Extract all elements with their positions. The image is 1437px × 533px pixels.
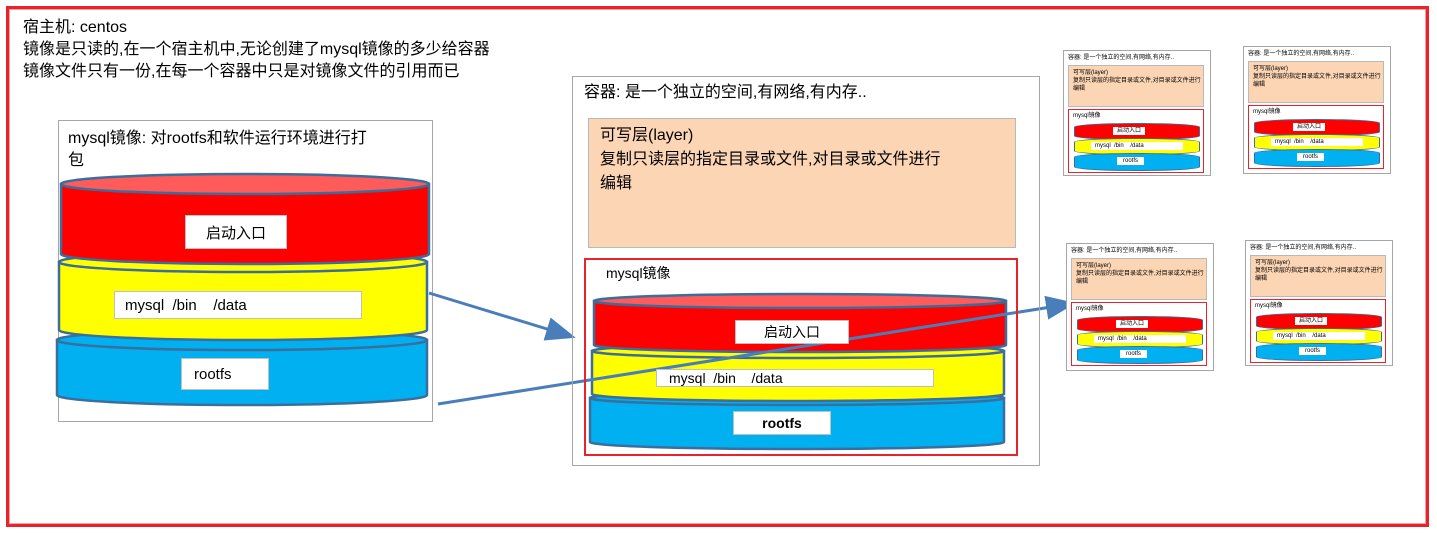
writable-layer-desc-2: 编辑 xyxy=(600,175,633,192)
mini-layer-desc-1: 复制只读层的指定目录或文件,对目录或文件进行 xyxy=(1076,271,1204,277)
rootfs-label: rootfs xyxy=(194,365,232,383)
mini-image-frame: mysql镜像 启动入口 mysql /bin /data rootfs xyxy=(1250,299,1386,363)
mini-image-frame: mysql镜像 启动入口 mysql /bin /data rootfs xyxy=(1068,109,1204,173)
container-image-frame xyxy=(584,258,1018,456)
writable-layer-title: 可写层(layer) xyxy=(600,127,694,144)
entry-label-box: 启动入口 xyxy=(185,215,287,249)
host-frame xyxy=(6,6,1429,527)
container-panel xyxy=(572,76,1040,466)
mini-layer-title: 可写层(layer) xyxy=(1253,66,1289,72)
mini-entry-label: 启动入口 xyxy=(1293,123,1326,131)
host-note-2: 镜像文件只有一份,在每一个容器中只是对镜像文件的引用而已 xyxy=(23,63,460,80)
mini-image-title: mysql镜像 xyxy=(1253,109,1281,115)
mini-layer-title: 可写层(layer) xyxy=(1076,263,1112,269)
mini-writable-layer: 可写层(layer) 复制只读层的指定目录或文件,对目录或文件进行 编辑 xyxy=(1250,255,1386,297)
mini-layer-desc-1: 复制只读层的指定目录或文件,对目录或文件进行 xyxy=(1253,74,1381,80)
mysql-label-box: mysql /bin /data xyxy=(114,291,362,319)
mini-rootfs-label: rootfs xyxy=(1299,347,1327,355)
host-description: 宿主机: centos 镜像是只读的,在一个宿主机中,无论创建了mysql镜像的… xyxy=(23,17,490,83)
mini-layer-desc-2: 编辑 xyxy=(1253,82,1266,88)
writable-layer-text: 可写层(layer) 复制只读层的指定目录或文件,对目录或文件进行 编辑 xyxy=(600,124,940,196)
mini-container-title: 容器: 是一个独立的空间,有网络,有内存.. xyxy=(1248,51,1355,57)
mini-writable-layer: 可写层(layer) 复制只读层的指定目录或文件,对目录或文件进行 编辑 xyxy=(1071,258,1207,300)
container-image-title: mysql镜像 xyxy=(606,265,671,281)
arrow-to-container xyxy=(428,291,576,341)
mini-container-title: 容器: 是一个独立的空间,有网络,有内存.. xyxy=(1250,245,1357,251)
mini-layer-title: 可写层(layer) xyxy=(1255,260,1291,266)
mini-layer-title: 可写层(layer) xyxy=(1073,70,1109,76)
mini-container-2: 容器: 是一个独立的空间,有网络,有内存.. 可写层(layer) 复制只读层的… xyxy=(1243,46,1391,174)
container-panel-title: 容器: 是一个独立的空间,有网络,有内存.. xyxy=(584,84,867,101)
container-mysql-label: mysql /bin /data xyxy=(669,370,783,386)
arrow-to-mini-container xyxy=(437,295,1076,406)
mini-container-1: 容器: 是一个独立的空间,有网络,有内存.. 可写层(layer) 复制只读层的… xyxy=(1063,50,1211,176)
entry-label: 启动入口 xyxy=(205,224,266,242)
container-rootfs-label: rootfs xyxy=(762,415,802,431)
container-rootfs-label-box: rootfs xyxy=(733,411,831,435)
mini-container-3: 容器: 是一个独立的空间,有网络,有内存.. 可写层(layer) 复制只读层的… xyxy=(1066,243,1214,371)
mini-rootfs-label: rootfs xyxy=(1120,350,1148,358)
mini-writable-layer: 可写层(layer) 复制只读层的指定目录或文件,对目录或文件进行 编辑 xyxy=(1068,65,1204,107)
mini-container-4: 容器: 是一个独立的空间,有网络,有内存.. 可写层(layer) 复制只读层的… xyxy=(1245,240,1393,366)
mini-mysql-label: mysql /bin /data xyxy=(1094,335,1186,343)
mini-image-title: mysql镜像 xyxy=(1255,303,1283,309)
writable-layer xyxy=(588,118,1016,248)
container-entry-layer xyxy=(592,292,1008,354)
mini-mysql-label: mysql /bin /data xyxy=(1273,332,1365,340)
mini-image-title: mysql镜像 xyxy=(1073,113,1101,119)
host-title: 宿主机: centos xyxy=(23,19,128,36)
host-note-1: 镜像是只读的,在一个宿主机中,无论创建了mysql镜像的多少给容器 xyxy=(23,41,490,58)
mini-mysql-label: mysql /bin /data xyxy=(1091,142,1183,150)
container-mysql-label-box: mysql /bin /data xyxy=(656,369,934,387)
mini-container-title: 容器: 是一个独立的空间,有网络,有内存.. xyxy=(1071,248,1178,254)
mini-image-title: mysql镜像 xyxy=(1076,306,1104,312)
image-panel-title-line1: mysql镜像: 对rootfs和软件运行环境进行打 xyxy=(68,130,367,147)
mini-image-frame: mysql镜像 启动入口 mysql /bin /data rootfs xyxy=(1248,105,1384,169)
writable-layer-desc-1: 复制只读层的指定目录或文件,对目录或文件进行 xyxy=(600,151,941,168)
mini-entry-label: 启动入口 xyxy=(1295,317,1328,325)
mysql-label: mysql /bin /data xyxy=(125,296,247,314)
mini-mysql-label: mysql /bin /data xyxy=(1271,138,1363,146)
mini-layer-desc-1: 复制只读层的指定目录或文件,对目录或文件进行 xyxy=(1255,268,1383,274)
mini-entry-label: 启动入口 xyxy=(1113,127,1146,135)
rootfs-label-box: rootfs xyxy=(181,358,269,390)
mini-image-frame: mysql镜像 启动入口 mysql /bin /data rootfs xyxy=(1071,302,1207,366)
mini-layer-desc-2: 编辑 xyxy=(1073,86,1086,92)
image-panel-title: mysql镜像: 对rootfs和软件运行环境进行打 包 xyxy=(68,128,367,172)
mini-container-title: 容器: 是一个独立的空间,有网络,有内存.. xyxy=(1068,55,1175,61)
mini-layer-desc-1: 复制只读层的指定目录或文件,对目录或文件进行 xyxy=(1073,78,1201,84)
mini-rootfs-label: rootfs xyxy=(1297,153,1325,161)
container-entry-label-box: 启动入口 xyxy=(735,320,849,344)
mini-writable-layer: 可写层(layer) 复制只读层的指定目录或文件,对目录或文件进行 编辑 xyxy=(1248,61,1384,103)
image-panel-title-line2: 包 xyxy=(68,152,85,169)
mini-entry-label: 启动入口 xyxy=(1116,320,1149,328)
container-entry-label: 启动入口 xyxy=(764,324,820,340)
mini-layer-desc-2: 编辑 xyxy=(1255,276,1268,282)
mini-layer-desc-2: 编辑 xyxy=(1076,279,1089,285)
mini-rootfs-label: rootfs xyxy=(1117,157,1145,165)
